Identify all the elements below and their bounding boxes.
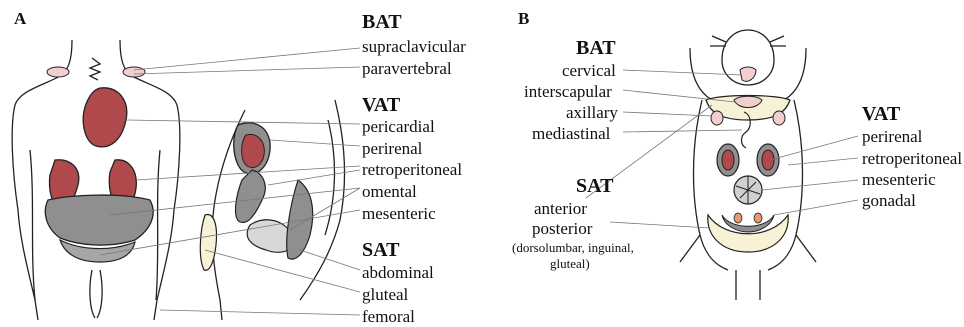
axillary-bat-right: [773, 111, 785, 125]
profile-retroperitoneal: [236, 170, 266, 223]
profile-omental: [287, 180, 313, 259]
panel-a: A BAT supraclavicular paravertebral VAT …: [0, 0, 490, 327]
panel-b-bat-heading: BAT: [576, 38, 616, 58]
supraclavicular-bat: [47, 67, 69, 77]
panel-b-letter: B: [518, 10, 529, 27]
omental-fat: [45, 195, 153, 245]
gonad-right: [754, 213, 762, 223]
panel-b: B BAT cervical interscapular axillary me…: [490, 0, 964, 327]
label-b-gonadal: gonadal: [862, 192, 916, 209]
label-posterior-note-2: gluteal): [550, 256, 590, 272]
gonadal-fat: [722, 215, 774, 232]
mouse-right-arm: [784, 48, 806, 100]
label-supraclavicular: supraclavicular: [362, 38, 466, 55]
gonad-left: [734, 213, 742, 223]
kidney-left: [722, 150, 734, 170]
label-anterior: anterior: [534, 200, 587, 217]
leader-lines-a: [100, 48, 360, 315]
paravertebral-bat: [123, 67, 145, 77]
label-mesenteric: mesenteric: [362, 205, 436, 222]
label-mediastinal: mediastinal: [532, 125, 610, 142]
axillary-bat-left: [711, 111, 723, 125]
panel-a-sat-heading: SAT: [362, 240, 399, 260]
label-perirenal: perirenal: [362, 140, 422, 157]
panel-a-vat-heading: VAT: [362, 95, 400, 115]
panel-b-sat-heading: SAT: [576, 176, 613, 196]
cervical-bat: [740, 67, 756, 81]
label-posterior: posterior: [532, 220, 592, 237]
label-b-mesenteric: mesenteric: [862, 171, 936, 188]
label-b-retroperitoneal: retroperitoneal: [862, 150, 962, 167]
label-gluteal: gluteal: [362, 286, 408, 303]
kidney-right: [762, 150, 774, 170]
label-paravertebral: paravertebral: [362, 60, 452, 77]
panel-a-bat-heading: BAT: [362, 12, 402, 32]
pericardial-heart: [83, 88, 127, 147]
panel-b-vat-heading: VAT: [862, 104, 900, 124]
label-posterior-note-1: (dorsolumbar, inguinal,: [512, 240, 634, 256]
label-b-perirenal: perirenal: [862, 128, 922, 145]
label-omental: omental: [362, 183, 417, 200]
profile-kidney: [242, 134, 265, 167]
label-abdominal: abdominal: [362, 264, 434, 281]
label-cervical: cervical: [562, 62, 616, 79]
label-interscapular: interscapular: [524, 83, 612, 100]
posterior-sat: [708, 215, 788, 252]
panel-a-letter: A: [14, 10, 26, 27]
label-retroperitoneal: retroperitoneal: [362, 161, 462, 178]
label-axillary: axillary: [566, 104, 618, 121]
spine-zigzag: [90, 58, 100, 80]
label-pericardial: pericardial: [362, 118, 435, 135]
label-femoral: femoral: [362, 308, 415, 325]
